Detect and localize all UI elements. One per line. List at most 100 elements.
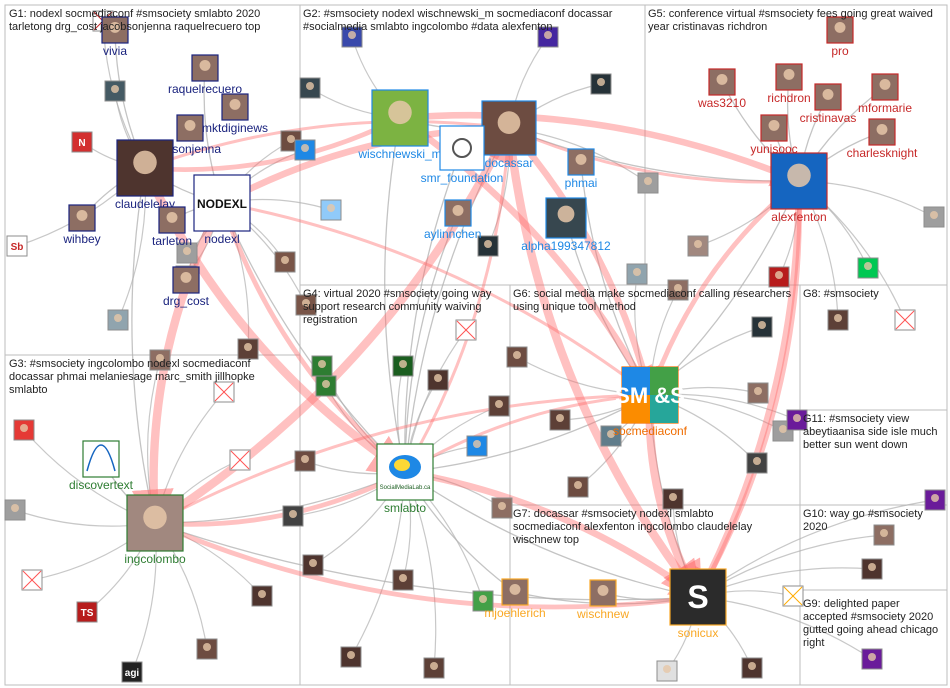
avatar-face <box>156 354 164 362</box>
avatar[interactable] <box>747 382 769 404</box>
avatar[interactable]: N <box>71 131 93 153</box>
avatar[interactable] <box>311 355 333 377</box>
avatar[interactable] <box>488 395 510 417</box>
avatar-face <box>166 211 178 223</box>
avatar[interactable] <box>295 294 317 316</box>
node-vivia[interactable]: vivia <box>101 16 129 58</box>
avatar[interactable] <box>294 139 316 161</box>
avatar[interactable] <box>786 409 808 431</box>
avatar[interactable] <box>392 355 414 377</box>
avatar[interactable] <box>662 488 684 510</box>
avatar[interactable] <box>687 235 709 257</box>
avatar[interactable]: TS <box>76 601 98 623</box>
avatar[interactable] <box>302 554 324 576</box>
avatar[interactable] <box>626 263 648 285</box>
avatar[interactable] <box>873 524 895 546</box>
node-richdron[interactable]: richdron <box>767 63 811 105</box>
avatar[interactable] <box>567 476 589 498</box>
avatar[interactable] <box>340 646 362 668</box>
avatar[interactable] <box>924 489 946 511</box>
avatar[interactable] <box>549 409 571 431</box>
node-label: smlabto <box>384 501 426 515</box>
avatar-face <box>868 653 876 661</box>
node-aylinnchen[interactable]: aylinnchen <box>424 199 481 241</box>
avatar[interactable] <box>537 26 559 48</box>
avatar[interactable] <box>294 450 316 472</box>
avatar[interactable] <box>104 80 126 102</box>
avatar[interactable] <box>637 172 659 194</box>
node-wihbey[interactable]: wihbey <box>62 204 101 246</box>
avatar[interactable]: Sb <box>6 235 28 257</box>
avatar[interactable] <box>341 26 363 48</box>
node-mjoehlerich[interactable]: mjoehlerich <box>484 578 546 620</box>
node-alpha199347812[interactable]: alpha199347812 <box>521 197 611 253</box>
node-discovertext[interactable]: discovertext <box>69 440 134 492</box>
node-drg-cost[interactable]: drg_cost <box>163 266 210 308</box>
avatar[interactable] <box>176 242 198 264</box>
node-wischnewski-m[interactable]: wischnewski_m <box>357 89 442 161</box>
avatar[interactable] <box>315 375 337 397</box>
avatar[interactable] <box>590 73 612 95</box>
avatar[interactable] <box>149 349 171 371</box>
avatar[interactable] <box>392 569 414 591</box>
avatar[interactable] <box>299 77 321 99</box>
avatar[interactable] <box>861 558 883 580</box>
avatar[interactable] <box>237 338 259 360</box>
red-edge <box>694 180 803 603</box>
avatar[interactable] <box>282 505 304 527</box>
avatar[interactable] <box>857 257 879 279</box>
avatar[interactable] <box>768 266 790 288</box>
avatar[interactable] <box>827 309 849 331</box>
avatar[interactable] <box>656 660 678 682</box>
avatar[interactable] <box>274 251 296 273</box>
avatar[interactable] <box>196 638 218 660</box>
avatar[interactable] <box>746 452 768 474</box>
avatar[interactable] <box>600 425 622 447</box>
avatar[interactable] <box>21 569 43 591</box>
node-was3210[interactable]: was3210 <box>697 68 746 110</box>
avatar[interactable] <box>894 309 916 331</box>
node-yunisooc[interactable]: yunisooc <box>750 114 798 156</box>
node-cristinavas[interactable]: cristinavas <box>800 83 857 125</box>
avatar[interactable] <box>477 235 499 257</box>
node-tarletong[interactable]: tarleton <box>152 206 192 248</box>
node-raquelrecuero[interactable]: raquelrecuero <box>168 54 242 96</box>
node-charlesknight[interactable]: charlesknight <box>847 118 918 160</box>
node-mformarie[interactable]: mformarie <box>858 73 912 115</box>
node-wischnew[interactable]: wischnew <box>576 579 629 621</box>
node-mktdiginews[interactable]: mktdiginews <box>202 93 268 135</box>
avatar[interactable] <box>923 206 945 228</box>
avatar[interactable] <box>472 590 494 612</box>
avatar[interactable] <box>320 199 342 221</box>
avatar[interactable] <box>667 279 689 301</box>
node-alexfenton[interactable]: alexfenton <box>770 152 828 224</box>
avatar[interactable] <box>466 435 488 457</box>
avatar[interactable] <box>251 585 273 607</box>
node-docassar[interactable]: docassar <box>481 100 537 170</box>
avatar[interactable] <box>861 648 883 670</box>
avatar[interactable]: agi <box>121 661 143 683</box>
avatar[interactable] <box>491 497 513 519</box>
avatar[interactable] <box>741 657 763 679</box>
avatar[interactable] <box>213 381 235 403</box>
node-jacobsonjenna[interactable]: obsonjenna <box>159 114 221 156</box>
node-claudelelay[interactable]: claudelelay <box>115 139 175 211</box>
avatar[interactable] <box>782 585 804 607</box>
avatar[interactable] <box>455 319 477 341</box>
avatar[interactable] <box>427 369 449 391</box>
avatar[interactable] <box>506 346 528 368</box>
avatar[interactable] <box>229 449 251 471</box>
avatar[interactable] <box>13 419 35 441</box>
avatar[interactable] <box>751 316 773 338</box>
node-smr-foundation[interactable]: smr_foundation <box>421 125 504 185</box>
avatar[interactable] <box>107 309 129 331</box>
node-ingcolombo[interactable]: ingcolombo <box>124 494 186 566</box>
avatar[interactable] <box>4 499 26 521</box>
avatar[interactable] <box>423 657 445 679</box>
node-pro[interactable]: pro <box>826 16 854 58</box>
node-phmai[interactable]: phmai <box>565 148 598 190</box>
